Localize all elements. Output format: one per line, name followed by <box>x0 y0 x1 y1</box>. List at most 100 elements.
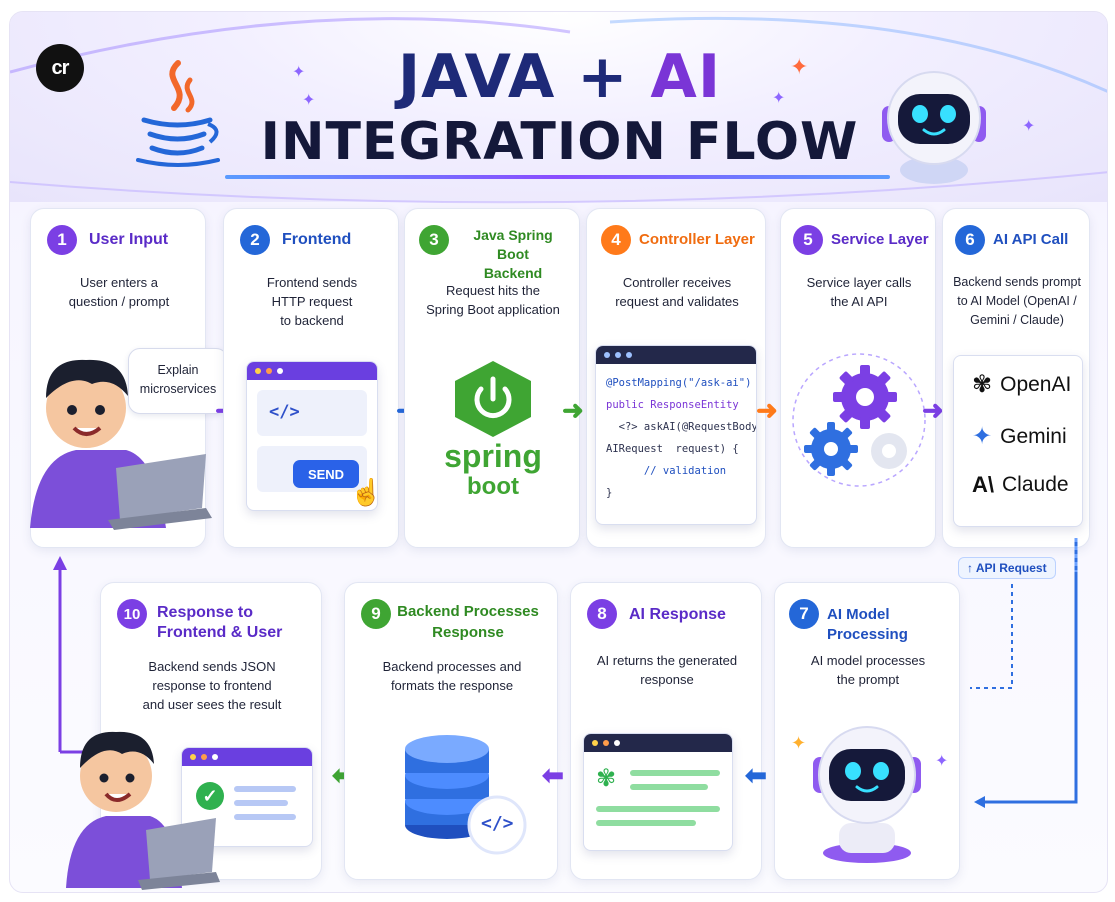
step-title: Service Layer <box>831 231 929 248</box>
step-number: 10 <box>117 599 147 629</box>
step-number: 1 <box>47 225 77 255</box>
send-button[interactable]: SEND <box>293 460 359 488</box>
robot-icon <box>813 726 921 863</box>
api-request-label: ↑ API Request <box>958 557 1056 579</box>
code-line: <?> askAI(@RequestBody <box>606 421 757 433</box>
sparkle-icon: ✦ <box>1022 118 1036 135</box>
check-icon: ✓ <box>196 782 224 810</box>
provider-label: Claude <box>1002 473 1069 496</box>
sparkle-icon: ✦ <box>935 753 949 770</box>
code-line: } <box>606 487 613 499</box>
code-line: // validation <box>606 465 727 477</box>
step-number: 3 <box>419 225 449 255</box>
claude-icon: A\ <box>972 472 994 497</box>
step-card-7: 7 AI Model Processing AI model processes… <box>774 582 960 880</box>
step-card-6: 6 AI API Call Backend sends prompt to AI… <box>942 208 1090 548</box>
step-title: Controller Layer <box>639 231 755 248</box>
code-line: public ResponseEntity <box>606 399 739 411</box>
step-title: AI Response <box>629 606 726 623</box>
browser-window: </> SEND <box>246 361 378 511</box>
step-title: AI API Call <box>993 231 1069 248</box>
step-card-4: 4 Controller Layer Controller receives r… <box>586 208 766 548</box>
step-description: Frontend sends HTTP request to backend <box>266 275 358 328</box>
provider-label: Gemini <box>1000 424 1067 448</box>
step-title: Frontend <box>282 231 352 248</box>
creator-badge[interactable]: cr <box>36 44 84 92</box>
boot-logo-text: boot <box>467 473 519 500</box>
title-line-1: JAVA + AI <box>10 42 1107 112</box>
step-title: Backend Processes Response <box>397 603 539 641</box>
provider-gemini: ✦ Gemini <box>972 422 1067 451</box>
arrow-left-icon: ⬅ <box>542 760 564 790</box>
code-line: AIRequest request) { <box>606 443 739 455</box>
controller-code: @PostMapping("/ask-ai") public ResponseE… <box>606 372 757 504</box>
step-number: 7 <box>789 599 819 629</box>
api-request-text: API Request <box>975 561 1047 575</box>
arrow-right-icon: ➜ <box>756 395 778 425</box>
openai-icon: ✾ <box>596 765 617 792</box>
step-card-3: 3 Java Spring Boot Backend Request hits … <box>404 208 580 548</box>
code-line: @PostMapping("/ask-ai") <box>606 377 752 389</box>
step-number: 5 <box>793 225 823 255</box>
gears-icon <box>792 353 926 487</box>
step-number: 2 <box>240 225 270 255</box>
title-ai-part: AI <box>650 42 722 112</box>
database-icon <box>405 735 527 855</box>
step-description: Backend processes and formats the respon… <box>382 659 522 693</box>
sparkle-icon: ✦ <box>292 64 306 81</box>
arrow-left-icon: ⬅ <box>745 760 767 790</box>
step-card-9: 9 Backend Processes Response Backend pro… <box>344 582 558 880</box>
window-titlebar <box>584 734 732 752</box>
arrow-right-icon: ➜ <box>922 395 944 425</box>
step-card-8: 8 AI Response AI returns the generated r… <box>570 582 762 880</box>
infographic-frame: cr JAVA + AI INTEGRATION FLOW ✦ ✦ ✦ ✦ ✦ … <box>9 11 1108 893</box>
step-description: AI returns the generated response <box>596 653 738 687</box>
gemini-icon: ✦ <box>972 423 993 450</box>
step-description: Backend sends JSON response to frontend … <box>142 659 282 712</box>
step-number: 9 <box>361 599 391 629</box>
connector-lines <box>970 538 1078 808</box>
step-description: Service layer calls the AI API <box>806 275 912 309</box>
code-panel: </> <box>257 390 367 436</box>
step-number: 4 <box>601 225 631 255</box>
cursor-hand-icon: ☝ <box>350 477 383 507</box>
provider-label: OpenAI <box>1000 372 1072 396</box>
step-title: AI Model Processing <box>827 606 908 643</box>
user-with-laptop-icon <box>66 731 220 890</box>
step-title: Java Spring Boot Backend <box>473 227 553 281</box>
window-titlebar <box>247 362 377 380</box>
step-card-5: 5 Service Layer Service layer calls the … <box>780 208 936 548</box>
step-title: Response to Frontend & User <box>157 604 283 641</box>
window-titlebar <box>596 346 756 364</box>
window-titlebar <box>182 748 312 766</box>
title-java-part: JAVA + <box>397 42 651 112</box>
provider-openai: ✾ OpenAI <box>972 370 1071 399</box>
spring-logo-text: spring <box>444 438 542 474</box>
sparkle-icon: ✦ <box>302 92 316 109</box>
code-icon: </> <box>269 402 300 422</box>
title-line-2: INTEGRATION FLOW <box>260 112 859 172</box>
step-description: AI model processes the prompt <box>810 653 926 687</box>
arrow-right-icon: ➜ <box>562 395 584 425</box>
step-number: 8 <box>587 599 617 629</box>
step-number: 6 <box>955 225 985 255</box>
prompt-bubble: Explain microservices <box>128 348 228 414</box>
step-card-2: 2 Frontend Frontend sends HTTP request t… <box>223 208 399 548</box>
providers-panel: ✾ OpenAI ✦ Gemini A\ Claude <box>953 355 1083 527</box>
title-underline <box>225 175 890 179</box>
code-icon: </> <box>481 813 514 834</box>
step-description: Controller receives request and validate… <box>615 275 739 309</box>
java-cup-icon <box>136 60 220 167</box>
code-window: @PostMapping("/ask-ai") public ResponseE… <box>595 345 757 525</box>
step-title: User Input <box>89 231 169 248</box>
header-swoosh <box>10 16 1107 204</box>
openai-icon: ✾ <box>972 371 993 398</box>
user-with-laptop-icon <box>30 359 212 530</box>
spring-power-icon <box>455 361 531 437</box>
response-window: ✾ <box>583 733 733 851</box>
robot-icon <box>882 71 986 184</box>
step-description: Backend sends prompt to AI Model (OpenAI… <box>953 275 1081 327</box>
sparkle-icon: ✦ <box>791 733 807 753</box>
sparkle-icon: ✦ <box>772 90 786 107</box>
step-description: Request hits the Spring Boot application <box>426 283 560 317</box>
